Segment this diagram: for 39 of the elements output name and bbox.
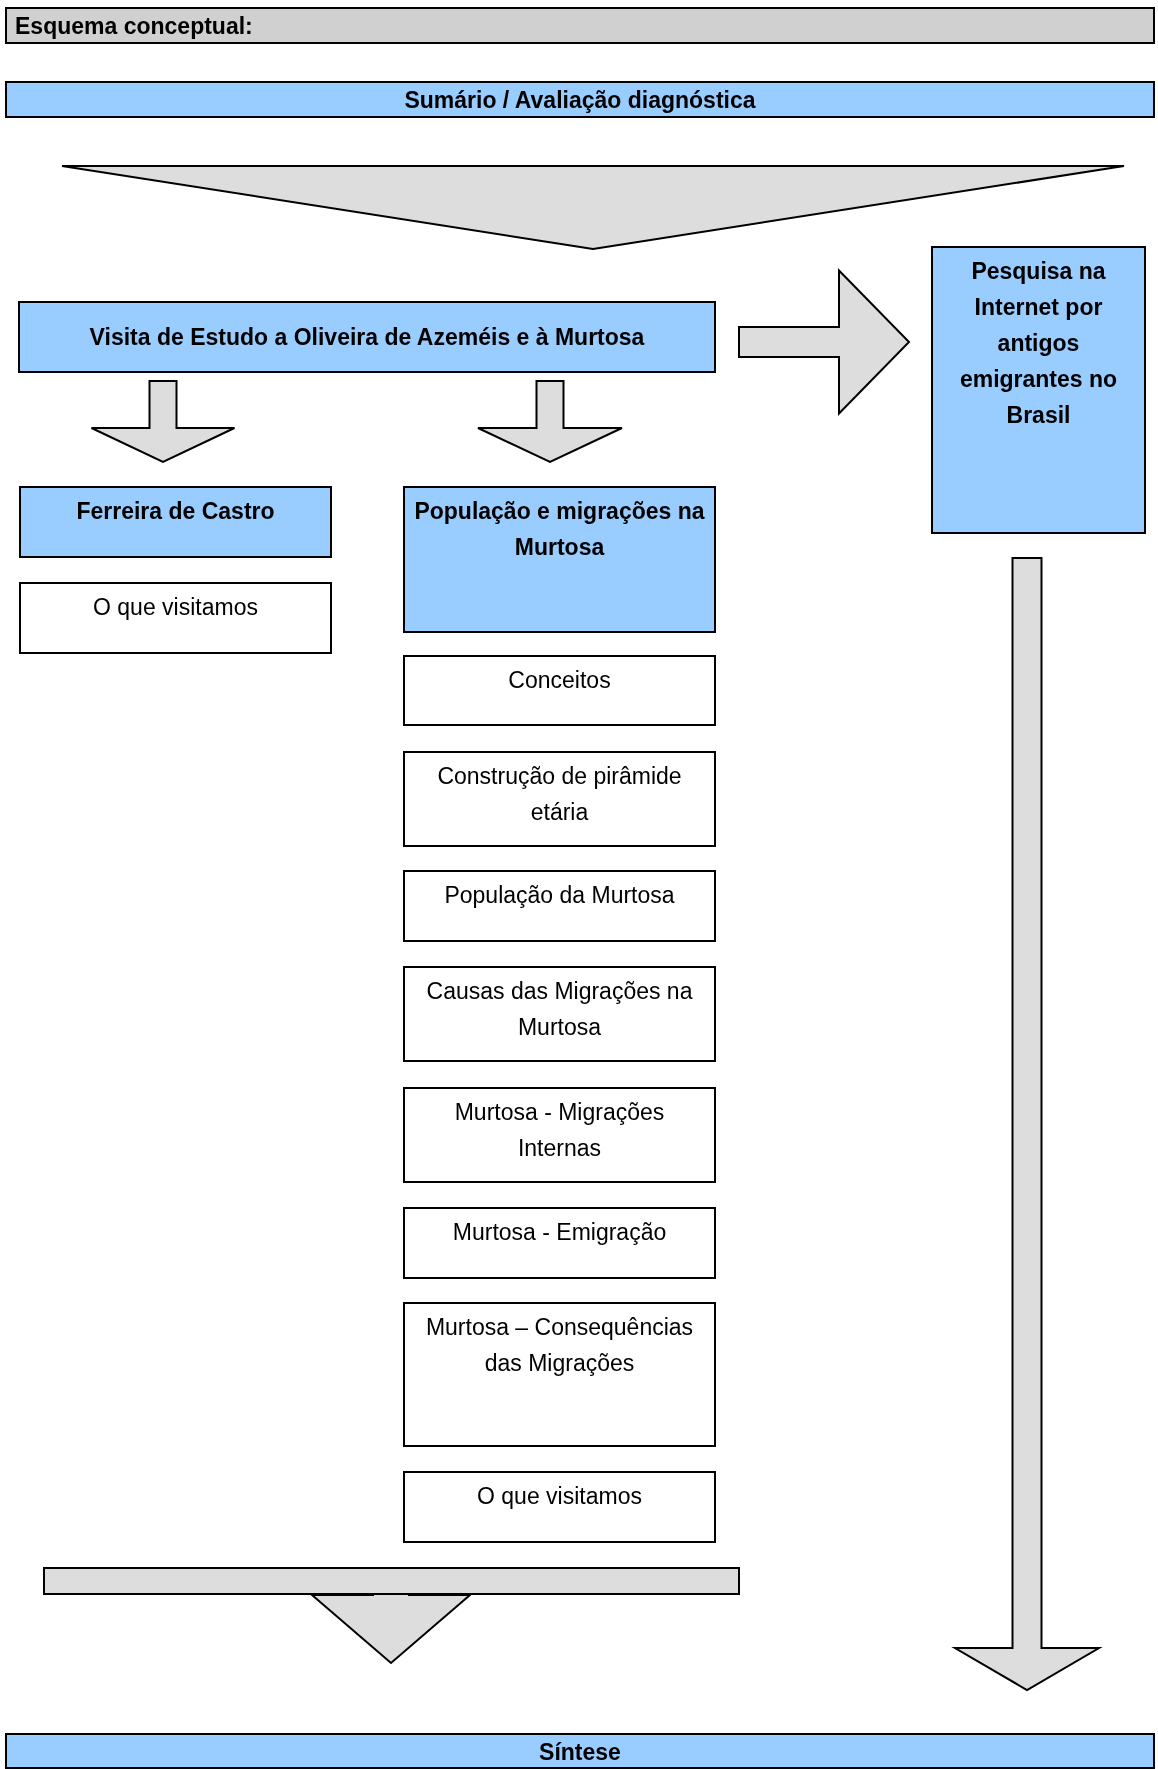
heading-box	[19, 486, 332, 558]
block-arrow	[309, 1593, 473, 1665]
topic-box	[403, 966, 716, 1062]
heading-box	[931, 246, 1146, 534]
box-text: O que visitamos	[92, 593, 259, 622]
box-text: Causas das Migrações na Murtosa	[425, 977, 694, 1042]
box-text: Sumário / Avaliação diagnóstica	[403, 86, 757, 115]
heading-box	[5, 7, 1155, 44]
topic-box	[403, 655, 716, 726]
topic-box	[403, 751, 716, 847]
box-text: Conceitos	[507, 666, 612, 695]
topic-box	[403, 1471, 716, 1543]
topic-box	[403, 870, 716, 942]
block-arrow	[90, 380, 236, 464]
box-text: Pesquisa na Internet por antigos emigrantes no Brasil	[958, 257, 1119, 430]
block-arrow	[951, 557, 1103, 1692]
block-arrow	[738, 268, 911, 416]
heading-box	[403, 486, 716, 633]
box-text: Construção de pirâmide etária	[436, 762, 683, 827]
box-text: Murtosa - Emigração	[451, 1218, 668, 1247]
topic-box	[19, 582, 332, 654]
heading-box	[5, 81, 1155, 118]
block-arrow	[477, 380, 623, 464]
heading-box	[5, 1733, 1155, 1769]
topic-box	[403, 1087, 716, 1183]
box-text: Ferreira de Castro	[75, 497, 276, 526]
topic-box	[403, 1207, 716, 1279]
box-text: Síntese	[538, 1738, 622, 1767]
box-text: População e migrações na Murtosa	[413, 497, 706, 562]
box-text: Visita de Estudo a Oliveira de Azeméis e à Murtosa	[88, 323, 646, 352]
box-text: População da Murtosa	[443, 881, 676, 910]
box-text: Esquema conceptual:	[14, 12, 254, 41]
box-text: O que visitamos	[476, 1482, 643, 1511]
box-text: Murtosa - Migrações Internas	[453, 1098, 666, 1163]
box-text: Murtosa – Consequências das Migrações	[424, 1313, 695, 1378]
heading-box	[18, 301, 716, 373]
merge-bar	[43, 1567, 740, 1595]
topic-box	[403, 1302, 716, 1447]
funnel-triangle	[61, 165, 1125, 250]
